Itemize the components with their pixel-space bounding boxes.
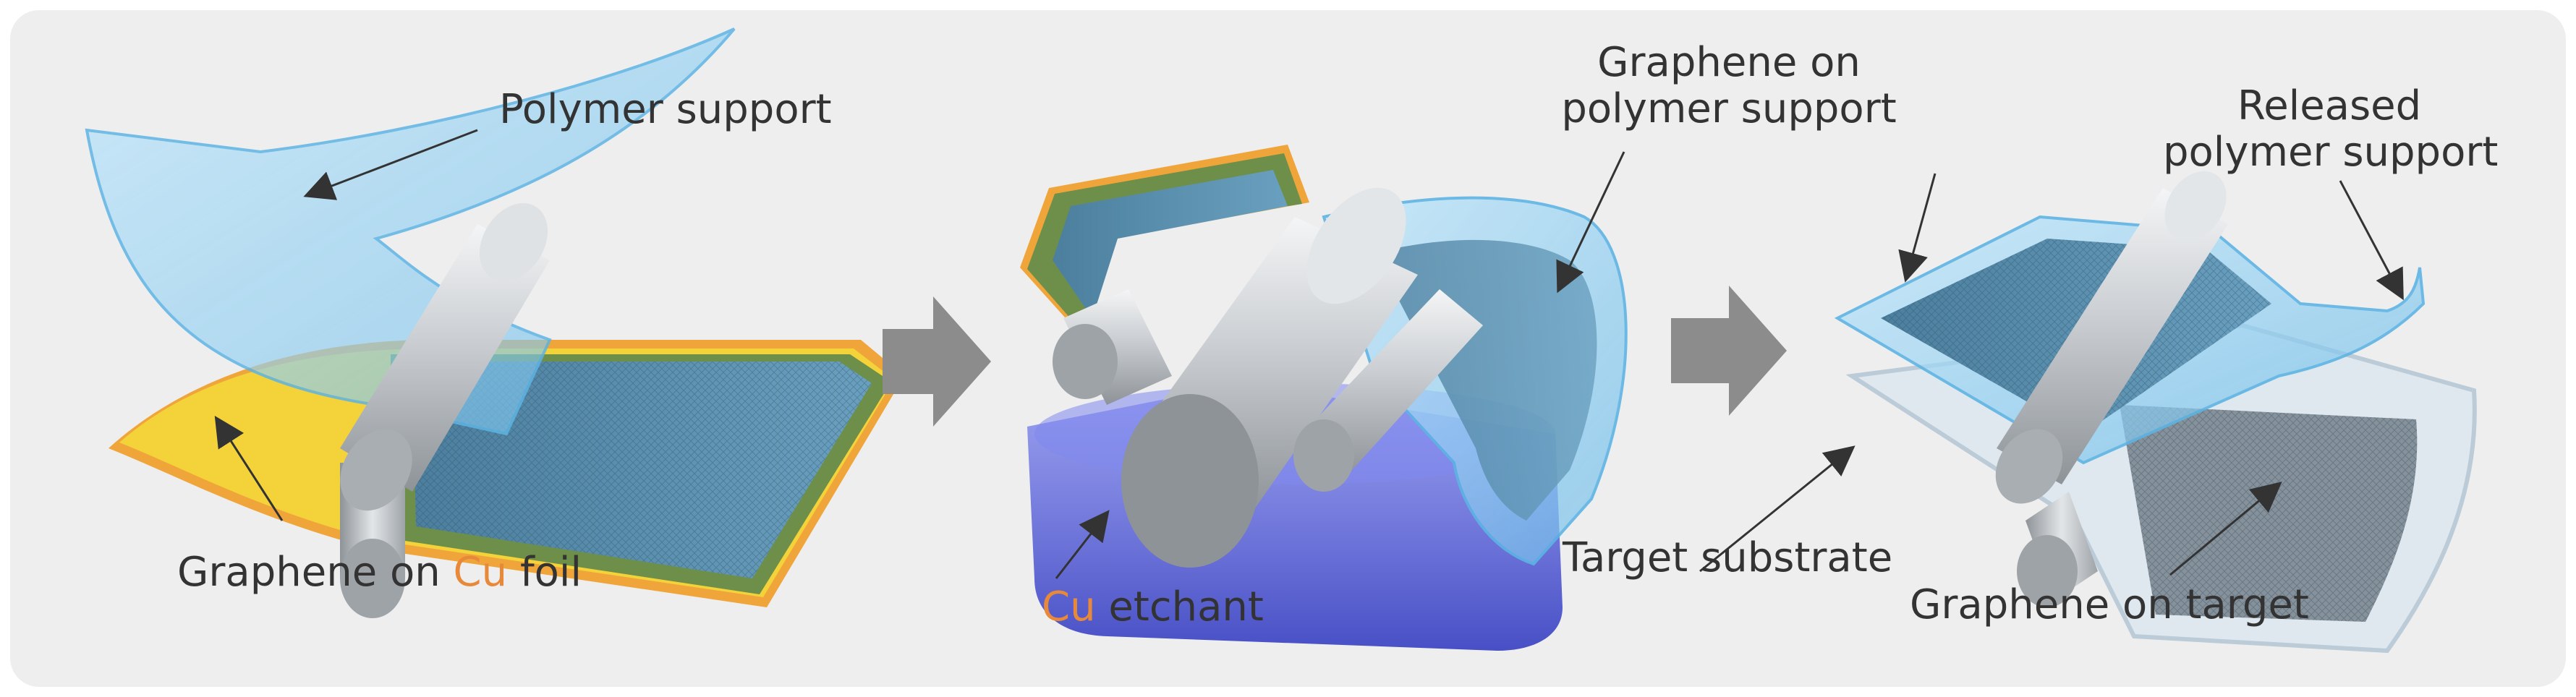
label-cu-etchant-cu: Cu — [1042, 583, 1096, 630]
top-roller-3 — [1995, 171, 2228, 504]
label-target-substrate: Target substrate — [1563, 534, 1893, 581]
step-3-illustration — [1834, 171, 2477, 654]
label-graphene-on-polymer-support: Graphene on polymer support — [1541, 40, 1917, 132]
step-2-illustration — [1020, 145, 1628, 651]
small-roller-right — [1293, 289, 1483, 492]
label-graphene-on-target: Graphene on target — [1910, 581, 2309, 628]
label-graphene-on: Graphene on — [177, 549, 441, 596]
step-arrow-2 — [1671, 286, 1787, 416]
label-graphene-on-cu-foil: Graphene on Cu foil — [177, 550, 582, 596]
label-released-line2: polymer support — [2163, 129, 2499, 176]
label-etchant: etchant — [1108, 583, 1264, 630]
label-cu-etchant: Cu etchant — [1042, 584, 1264, 630]
leader-lines — [214, 129, 2404, 579]
top-roller — [340, 203, 550, 511]
step-arrow-1 — [883, 296, 991, 427]
label-graphene-on-polymer-line1: Graphene on — [1597, 39, 1861, 86]
label-cu-foil: Cu — [453, 549, 508, 596]
label-graphene-on-polymer-line2: polymer support — [1561, 85, 1897, 132]
step-1-illustration — [85, 27, 904, 618]
label-polymer-support: Polymer support — [499, 86, 832, 133]
large-roller — [1121, 187, 1418, 568]
label-released-polymer-support: Released polymer support — [2163, 82, 2499, 176]
bottom-roller-3 — [2017, 492, 2098, 607]
label-foil: foil — [519, 549, 582, 596]
small-roller-left — [1053, 289, 1172, 405]
label-released-line1: Released — [2237, 82, 2422, 129]
